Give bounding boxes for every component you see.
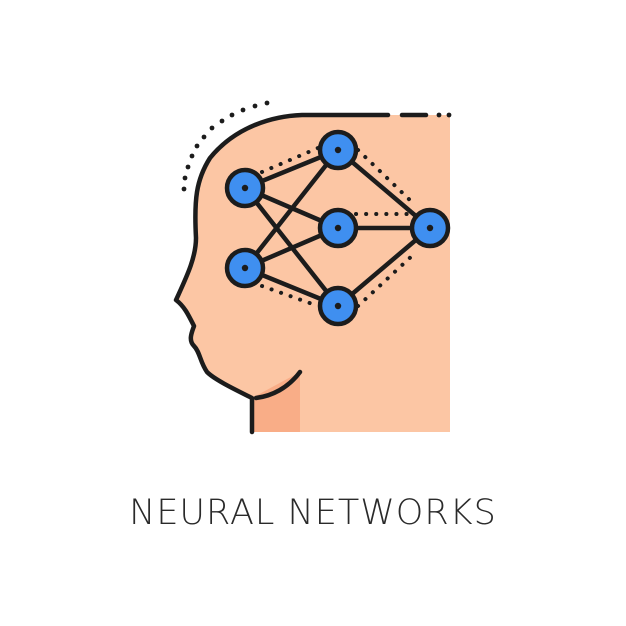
network-node <box>317 129 359 171</box>
network-node <box>224 167 266 209</box>
dotted-arc <box>181 100 270 192</box>
head-with-neural-network-icon <box>173 100 452 435</box>
network-node <box>224 247 266 289</box>
dotted-connections <box>260 146 416 308</box>
top-dot <box>436 112 442 118</box>
network-nodes <box>224 129 451 327</box>
network-node <box>317 285 359 327</box>
chin-line <box>253 369 303 401</box>
network-node <box>409 207 451 249</box>
network-node <box>317 207 359 249</box>
caption-title: NEURAL NETWORKS <box>129 493 497 533</box>
top-dot <box>446 112 452 118</box>
head-outline <box>173 112 391 435</box>
